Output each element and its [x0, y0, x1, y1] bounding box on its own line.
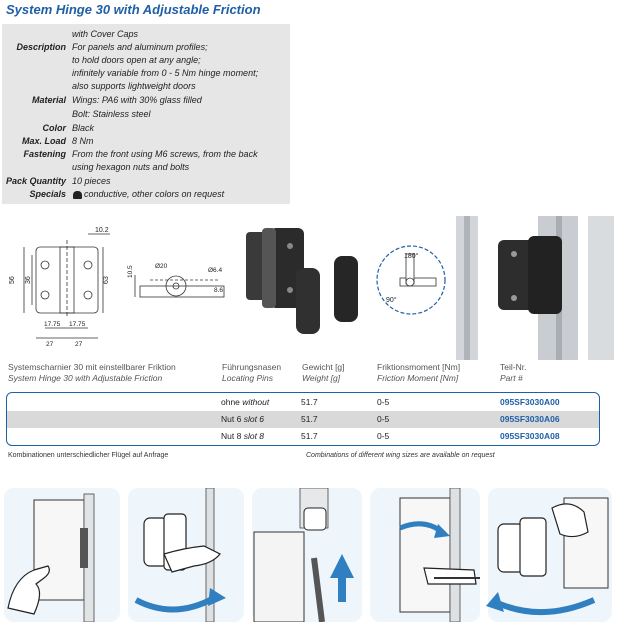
dim-label: Ø20: [155, 263, 168, 270]
front-view-drawing: [23, 233, 110, 339]
column-header: Friktionsmoment [Nm]Friction Moment [Nm]: [377, 362, 461, 383]
step-2-illustration: [128, 488, 244, 622]
hinge-product-image: [246, 228, 358, 334]
column-header: Systemscharnier 30 mit einstellbarer Fri…: [8, 362, 176, 383]
conductive-icon: [73, 191, 82, 199]
part-number[interactable]: 095SF3030A06: [500, 414, 560, 424]
column-header: Teil-Nr.Part #: [500, 362, 527, 383]
part-number[interactable]: 095SF3030A08: [500, 431, 560, 441]
dim-label: 10.2: [95, 227, 109, 234]
assembly-steps: [4, 488, 612, 622]
step-4-illustration: [370, 488, 480, 622]
rotation-angle-diagram: [376, 245, 446, 315]
step-5-illustration: [486, 488, 612, 622]
table-row: Nut 6 slot 6 51.7 0-5 095SF3030A06: [7, 411, 599, 428]
angle-label: 90°: [386, 296, 397, 304]
step-3-illustration: [252, 488, 362, 622]
page-title: System Hinge 30 with Adjustable Friction: [6, 2, 261, 17]
dim-label: 63: [103, 276, 110, 284]
step-1-illustration: [4, 488, 120, 622]
note-german: Kombinationen unterschiedlicher Flügel a…: [8, 452, 169, 459]
dim-label: 17.75: [69, 321, 86, 328]
dim-label: 8.6: [214, 287, 223, 294]
parts-table: ohne without 51.7 0-5 095SF3030A00 Nut 6…: [6, 392, 600, 446]
dim-label: 17.75: [44, 321, 61, 328]
dim-label: 27: [46, 341, 54, 348]
dim-label: 27: [75, 341, 83, 348]
column-header: Gewicht [g]Weight [g]: [302, 362, 345, 383]
angle-label: 180°: [404, 252, 419, 260]
hinge-on-profile-image: [456, 216, 614, 360]
dim-label: 10.5: [127, 265, 134, 278]
table-row: ohne without 51.7 0-5 095SF3030A00: [7, 394, 599, 411]
part-number[interactable]: 095SF3030A00: [500, 397, 560, 407]
dim-label: 56: [9, 276, 16, 284]
dim-label: Ø6.4: [208, 267, 222, 274]
table-header: Systemscharnier 30 mit einstellbarer Fri…: [6, 362, 612, 392]
table-row: Nut 8 slot 8 51.7 0-5 095SF3030A08: [7, 428, 599, 445]
dim-label: 36: [25, 276, 32, 284]
side-view-drawing: [134, 275, 225, 298]
note-english: Combinations of different wing sizes are…: [306, 452, 495, 459]
drawings-panel: 10.2 56 36 63 17.75 17.75 27 27 10.5 Ø20…: [9, 216, 614, 360]
